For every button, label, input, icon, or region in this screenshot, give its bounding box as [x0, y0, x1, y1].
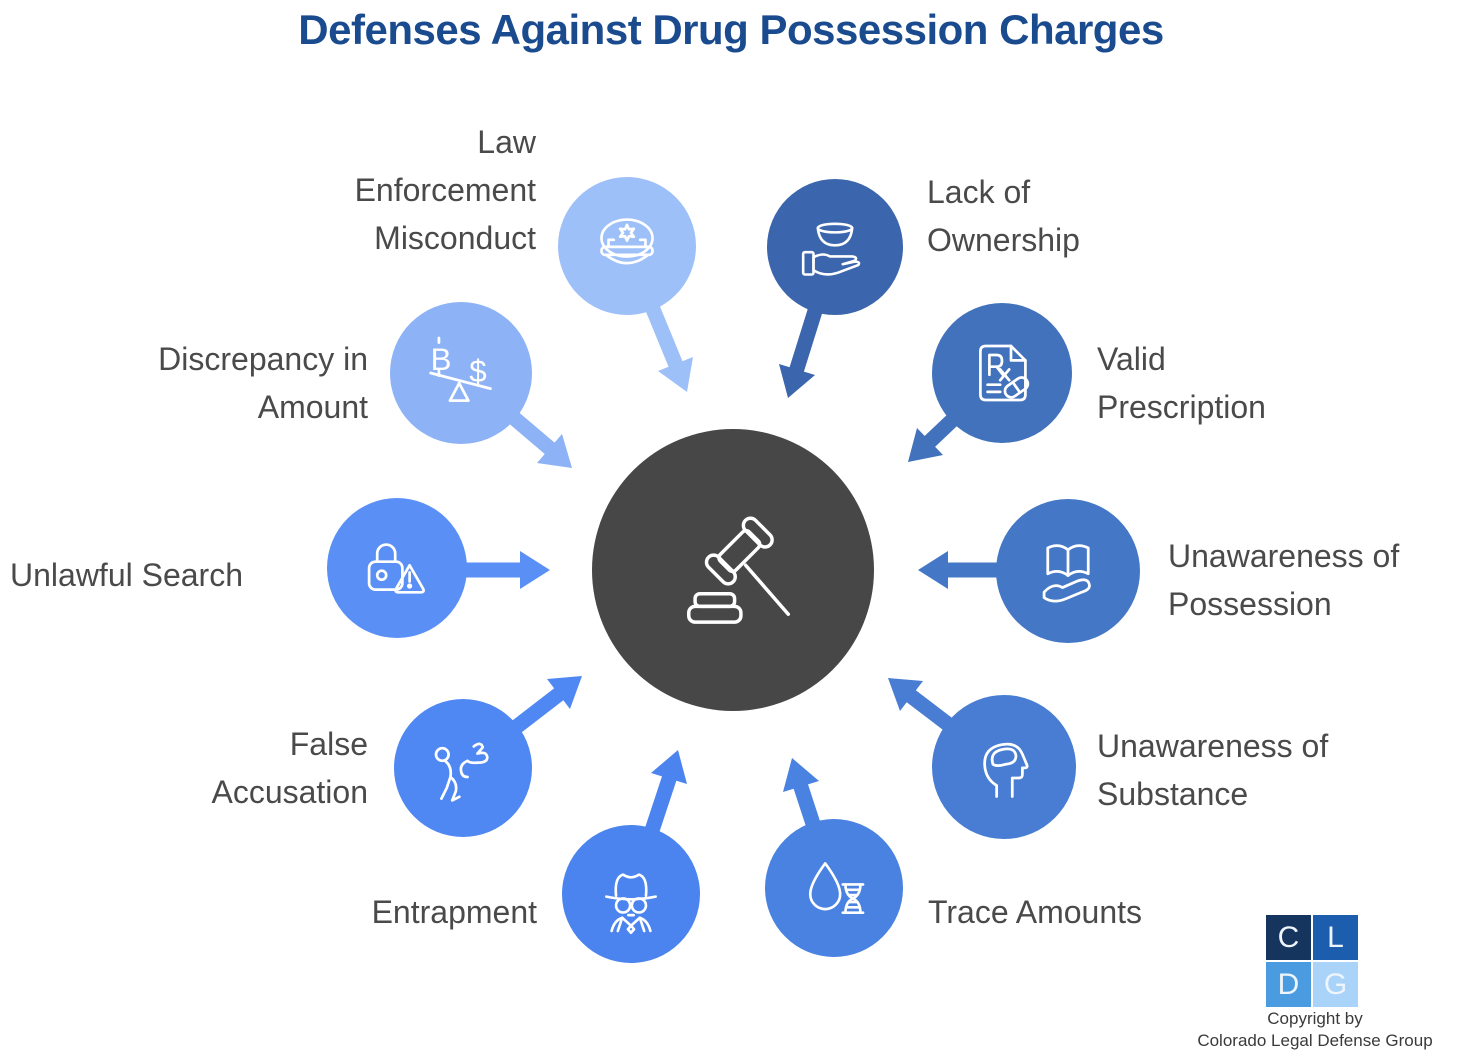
center-gavel-circle — [592, 429, 874, 711]
node-false-accusation — [394, 699, 532, 837]
copyright-line2: Colorado Legal Defense Group — [1197, 1031, 1433, 1050]
node-unawareness-of-substance — [932, 695, 1076, 839]
copyright-line1: Copyright by — [1267, 1009, 1363, 1028]
spy-icon — [605, 873, 657, 935]
node-discrepancy-in-amount: B $ — [390, 302, 532, 444]
label-law-enforcement-misconduct: Law Enforcement Misconduct — [354, 124, 536, 256]
label-discrepancy-in-amount: Discrepancy in Amount — [158, 341, 368, 425]
scale-icon: B $ — [429, 336, 492, 402]
logo-square-l: L — [1313, 915, 1358, 960]
label-unawareness-of-possession: Unawareness of Possession — [1168, 538, 1400, 622]
label-lack-of-ownership: Lack of Ownership — [927, 174, 1080, 258]
node-unawareness-of-possession — [996, 499, 1140, 643]
gavel-icon — [687, 516, 791, 624]
logo-square-d: D — [1266, 962, 1311, 1007]
head-brain-icon — [983, 742, 1029, 798]
label-trace-amounts: Trace Amounts — [928, 894, 1143, 930]
label-false-accusation: False Accusation — [211, 726, 368, 810]
node-unlawful-search — [327, 498, 467, 638]
label-unawareness-of-substance: Unawareness of Substance — [1097, 728, 1329, 812]
svg-text:B: B — [431, 342, 452, 377]
page-title: Defenses Against Drug Possession Charges — [298, 6, 1164, 53]
label-valid-prescription: Valid Prescription — [1097, 341, 1266, 425]
node-trace-amounts — [765, 819, 903, 957]
node-entrapment — [562, 825, 700, 963]
node-lack-of-ownership — [767, 179, 903, 315]
logo-square-g: G — [1313, 962, 1358, 1007]
hand-bowl-icon — [801, 222, 861, 276]
lock-warning-icon — [367, 543, 425, 594]
logo-square-c: C — [1266, 915, 1311, 960]
droplet-dna-icon — [808, 862, 865, 914]
node-valid-prescription — [932, 303, 1072, 443]
label-unlawful-search: Unlawful Search — [10, 557, 243, 593]
police-cap-icon — [600, 218, 654, 265]
prescription-icon — [979, 344, 1030, 402]
book-hand-icon — [1042, 544, 1091, 603]
accusation-icon — [434, 742, 489, 802]
node-law-enforcement-misconduct — [558, 177, 696, 315]
svg-text:$: $ — [469, 354, 486, 389]
label-entrapment: Entrapment — [371, 894, 537, 930]
copyright-text: Copyright by Colorado Legal Defense Grou… — [1170, 1008, 1460, 1052]
